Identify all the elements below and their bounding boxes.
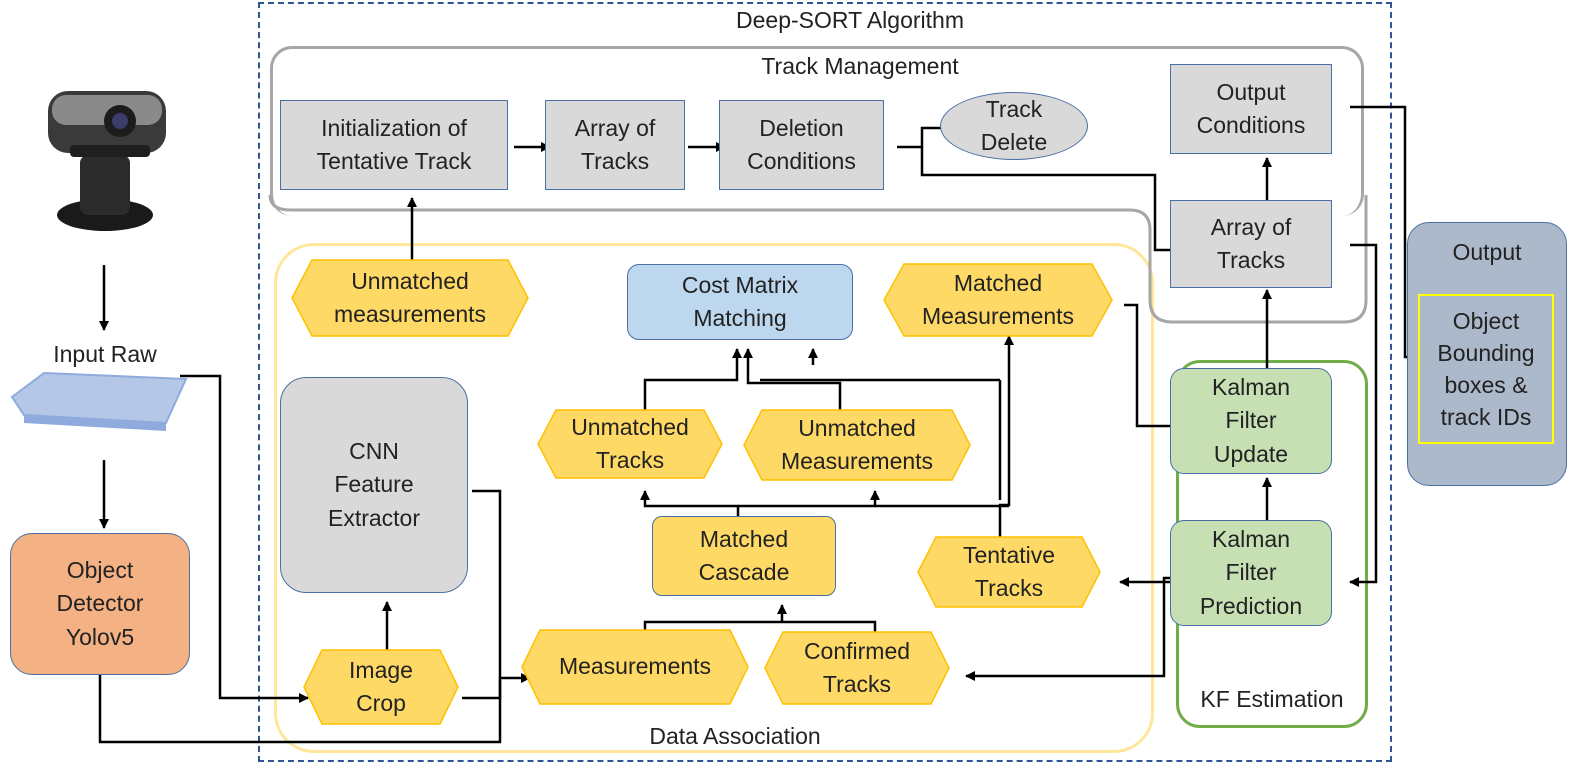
track-management-label: Track Management (761, 53, 959, 79)
measurements-label: Measurements (558, 653, 712, 680)
object-detector-box: Object Detector Yolov5 (10, 533, 190, 675)
init-tentative-track-box: Initialization of Tentative Track (280, 100, 508, 190)
output-title: Output (1452, 239, 1522, 265)
output-content-box: Object Bounding boxes & track IDs (1418, 294, 1554, 444)
image-crop-hex: Image Crop (303, 649, 459, 725)
array-of-tracks-box-1: Array of Tracks (545, 100, 685, 190)
unmatched-tracks-label: Unmatched Tracks (571, 413, 689, 473)
confirmed-tracks-hex: Confirmed Tracks (764, 631, 950, 705)
array-of-tracks-box-2: Array of Tracks (1170, 200, 1332, 288)
unmatched-measurements-hex: Unmatched Measurements (743, 409, 971, 481)
unmatched-measurements-top-hex: Unmatched measurements (291, 259, 529, 337)
matched-measurements-label: Matched Measurements (921, 269, 1075, 329)
image-plate-icon (10, 371, 188, 431)
output-conditions-box: Output Conditions (1170, 64, 1332, 154)
tentative-tracks-label: Tentative Tracks (962, 541, 1056, 601)
tentative-tracks-hex: Tentative Tracks (917, 536, 1101, 608)
track-delete-ellipse: Track Delete (940, 92, 1088, 160)
data-association-group (274, 243, 1154, 753)
deletion-conditions-box: Deletion Conditions (719, 100, 884, 190)
webcam-icon (48, 91, 166, 231)
image-crop-label: Image Crop (349, 656, 413, 716)
matched-measurements-hex: Matched Measurements (883, 263, 1113, 337)
matched-cascade-box: Matched Cascade (652, 516, 836, 596)
kf-estimation-label: KF Estimation (1200, 686, 1344, 712)
measurements-hex: Measurements (521, 629, 749, 705)
unmatched-measurements-top-label: Unmatched measurements (333, 267, 487, 327)
deep-sort-container (258, 2, 1392, 762)
cnn-feature-extractor-box: CNN Feature Extractor (280, 377, 468, 593)
kalman-filter-prediction-box: Kalman Filter Prediction (1170, 520, 1332, 626)
kalman-filter-update-box: Kalman Filter Update (1170, 368, 1332, 474)
unmatched-measurements-label: Unmatched Measurements (780, 414, 934, 474)
cost-matrix-box: Cost Matrix Matching (627, 264, 853, 340)
track-management-group (270, 46, 1364, 216)
unmatched-tracks-hex: Unmatched Tracks (537, 409, 723, 479)
data-association-label: Data Association (649, 723, 821, 749)
deep-sort-title: Deep-SORT Algorithm (736, 7, 964, 33)
confirmed-tracks-label: Confirmed Tracks (803, 637, 911, 697)
